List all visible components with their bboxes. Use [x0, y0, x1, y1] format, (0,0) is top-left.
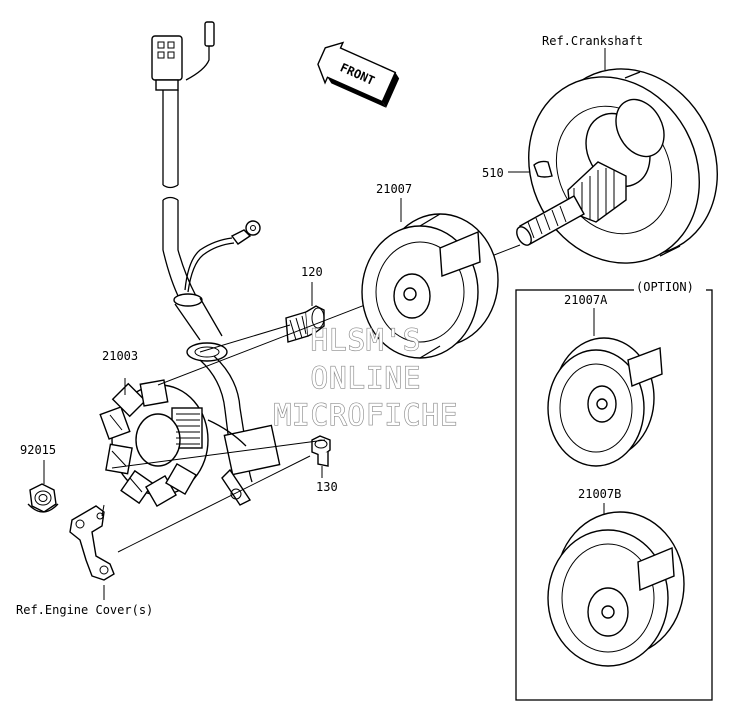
- flange-nut: [27, 483, 59, 513]
- rotor-21007B: [547, 511, 685, 667]
- pickup-bracket: [199, 355, 281, 506]
- ref-engine-cover-label: Ref.Engine Cover(s): [16, 603, 153, 617]
- watermark-line-1: HLSM'S: [311, 323, 422, 357]
- part-21007B-label: 21007B: [578, 487, 621, 501]
- part-510-label: 510: [482, 166, 504, 180]
- option-label: (OPTION): [636, 280, 694, 294]
- single-pin-connector: [185, 21, 215, 81]
- ref-crankshaft-label: Ref.Crankshaft: [542, 34, 643, 48]
- rotor-21007A: [547, 337, 663, 467]
- part-130-label: 130: [316, 480, 338, 494]
- watermark-line-3: MICROFICHE: [274, 398, 459, 432]
- ring-terminal: [230, 220, 261, 245]
- front-arrow: FRONT: [317, 41, 400, 108]
- part-21007A-label: 21007A: [564, 293, 608, 307]
- part-21007-label: 21007: [376, 182, 412, 196]
- rotor-21007: [361, 213, 499, 359]
- woodruff-key: [533, 160, 553, 178]
- watermark: HLSM'S ONLINE MICROFICHE: [273, 322, 459, 432]
- option-box: (OPTION): [515, 278, 713, 701]
- part-21003-label: 21003: [102, 349, 138, 363]
- stator-coil: [99, 379, 209, 507]
- watermark-line-2: ONLINE: [311, 361, 422, 395]
- engine-cover-bracket: [69, 505, 115, 581]
- part-120-label: 120: [301, 265, 323, 279]
- wiring-harness: [151, 21, 261, 362]
- crankshaft-flywheel: [516, 68, 718, 264]
- bolt-120: [285, 305, 325, 343]
- part-92015-label: 92015: [20, 443, 56, 457]
- harness-connector: [151, 35, 183, 91]
